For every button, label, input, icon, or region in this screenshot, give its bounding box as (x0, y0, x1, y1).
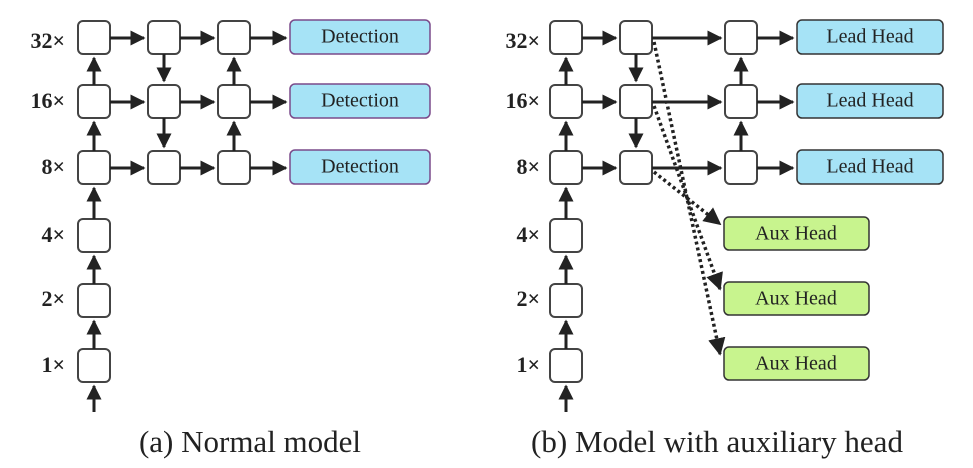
aux-head-32x: Aux Head (723, 216, 870, 251)
bottomup-node-32x (217, 20, 251, 55)
bottomup-node-32x (724, 20, 758, 55)
backbone-node-8x (77, 150, 111, 185)
bottomup-node-8x (217, 150, 251, 185)
aux-head-8x-label: Aux Head (755, 353, 837, 375)
panel-b-arrows (558, 30, 795, 412)
scale-label-2x: 2× (41, 286, 65, 311)
caption-b: (b) Model with auxiliary head (531, 424, 903, 459)
topdown-node-32x (619, 20, 653, 55)
lead-head-32x-label: Lead Head (826, 26, 913, 48)
aux-link-16x (652, 105, 723, 291)
scale-label-16x: 16× (30, 88, 65, 113)
topdown-node-16x (147, 84, 181, 119)
backbone-node-2x (77, 283, 111, 318)
scale-label-16x: 16× (505, 88, 540, 113)
topdown-node-8x (147, 150, 181, 185)
aux-head-32x-label: Aux Head (755, 223, 837, 245)
topdown-node-8x (619, 150, 653, 185)
backbone-node-32x (549, 20, 583, 55)
lead-head-32x: Lead Head (796, 19, 944, 55)
backbone-node-1x (77, 348, 111, 383)
backbone-node-16x (77, 84, 111, 119)
panel-a-arrows (86, 30, 288, 412)
aux-link-32x (652, 41, 726, 356)
panel-a-normal-model: 32× 16× 8× 4× 2× 1× Detection Detection (30, 19, 431, 459)
backbone-node-4x (77, 218, 111, 253)
aux-head-16x: Aux Head (723, 281, 870, 316)
backbone-node-8x (549, 150, 583, 185)
backbone-node-16x (549, 84, 583, 119)
backbone-node-1x (549, 348, 583, 383)
backbone-node-4x (549, 218, 583, 253)
bottomup-node-16x (724, 84, 758, 119)
detection-head-32x: Detection (289, 19, 431, 55)
caption-a: (a) Normal model (139, 424, 361, 459)
scale-label-4x: 4× (41, 222, 65, 247)
lead-head-8x-label: Lead Head (826, 156, 913, 178)
aux-link-8x (652, 170, 722, 226)
backbone-node-32x (77, 20, 111, 55)
scale-label-8x: 8× (516, 154, 540, 179)
scale-label-1x: 1× (516, 352, 540, 377)
lead-head-16x: Lead Head (796, 83, 944, 119)
scale-label-32x: 32× (30, 28, 65, 53)
topdown-node-32x (147, 20, 181, 55)
scale-label-8x: 8× (41, 154, 65, 179)
scale-label-4x: 4× (516, 222, 540, 247)
scale-label-1x: 1× (41, 352, 65, 377)
scale-label-2x: 2× (516, 286, 540, 311)
bottomup-node-16x (217, 84, 251, 119)
aux-dotted-arrows (652, 41, 726, 356)
aux-head-16x-label: Aux Head (755, 288, 837, 310)
panel-b-aux-head-model: 32× 16× 8× 4× 2× 1× Lead Head Lead Head (505, 19, 944, 459)
backbone-node-2x (549, 283, 583, 318)
detection-head-8x-label: Detection (321, 156, 399, 178)
detection-head-16x-label: Detection (321, 90, 399, 112)
scale-label-32x: 32× (505, 28, 540, 53)
lead-head-8x: Lead Head (796, 149, 944, 185)
bottomup-node-8x (724, 150, 758, 185)
detection-head-16x: Detection (289, 83, 431, 119)
detection-head-32x-label: Detection (321, 26, 399, 48)
aux-head-8x: Aux Head (723, 346, 870, 381)
detection-head-8x: Detection (289, 149, 431, 185)
lead-head-16x-label: Lead Head (826, 90, 913, 112)
topdown-node-16x (619, 84, 653, 119)
